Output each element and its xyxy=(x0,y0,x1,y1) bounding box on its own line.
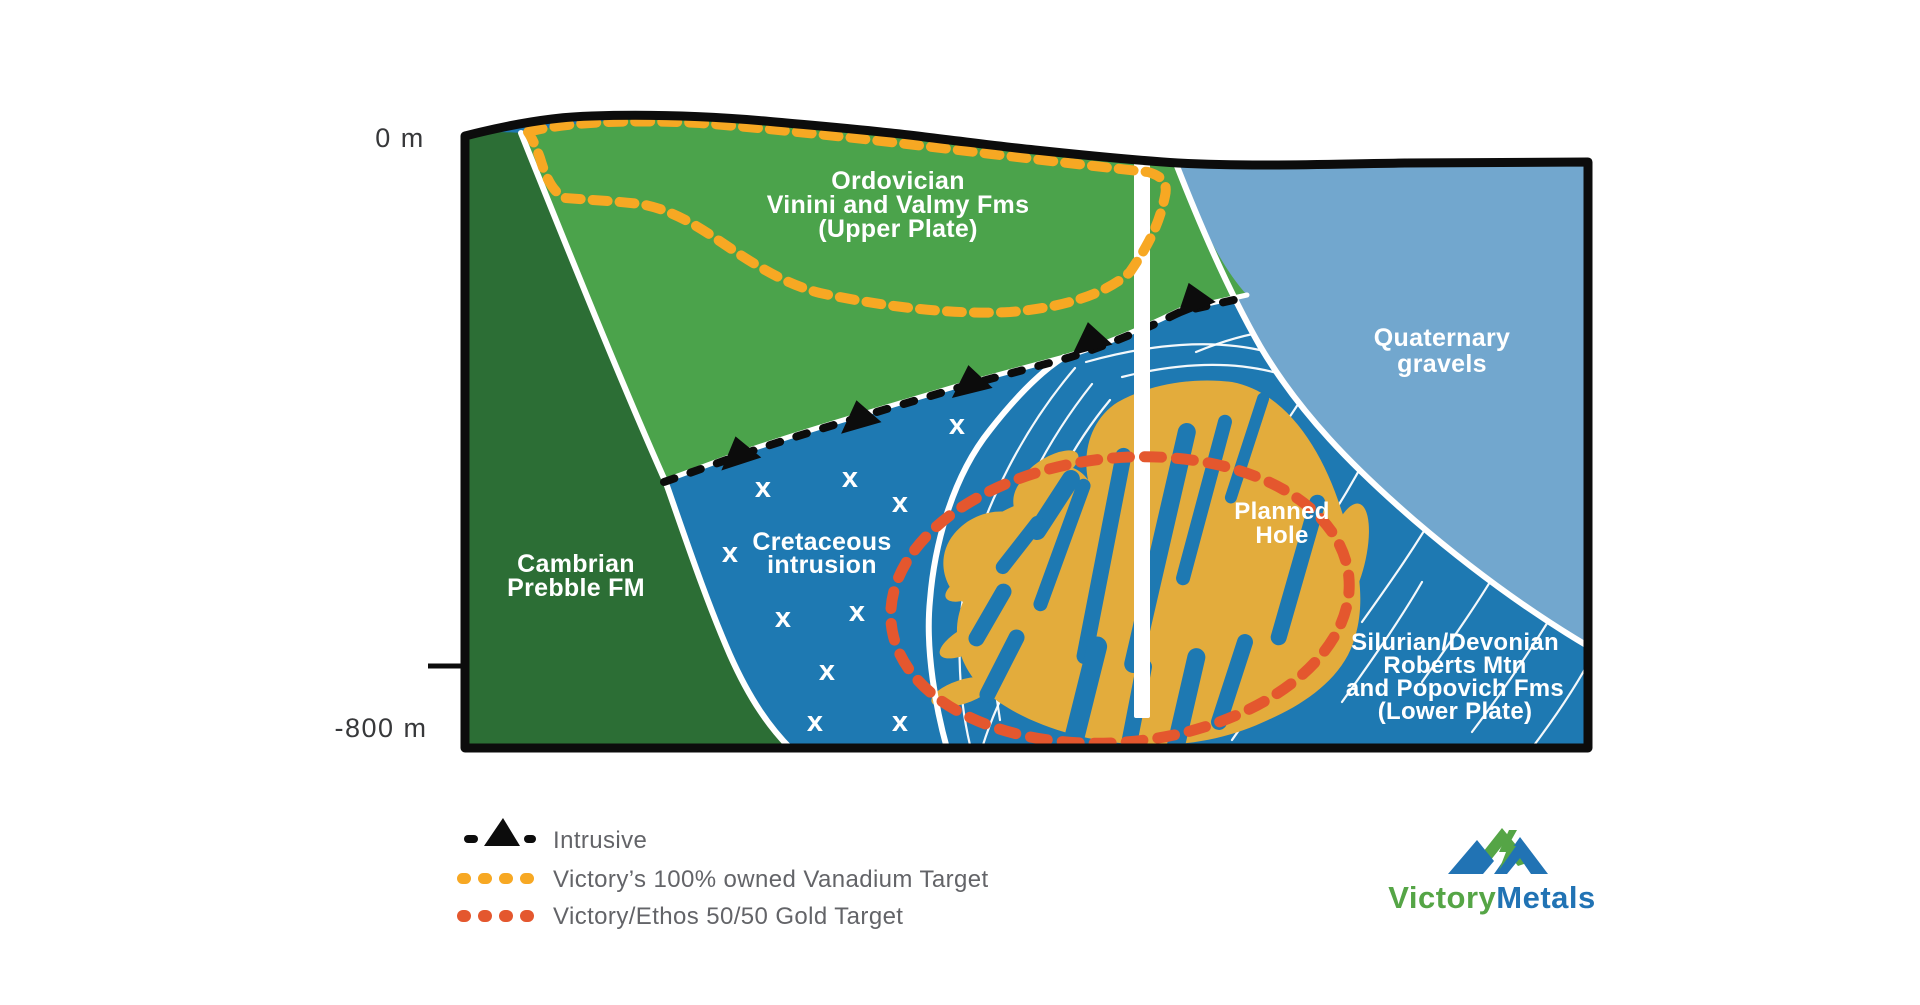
label-planned-hole: Planned xyxy=(1234,498,1329,525)
label-silurian: (Lower Plate) xyxy=(1378,698,1533,725)
x-mark: x xyxy=(842,462,858,494)
x-mark: x xyxy=(892,706,908,738)
x-mark: x xyxy=(849,596,865,628)
legend-label: Intrusive xyxy=(553,827,647,854)
section-border xyxy=(460,110,1593,753)
intrusive-triangle xyxy=(1176,282,1216,318)
x-mark: x xyxy=(807,706,823,738)
label-ordovician: Vinini and Valmy Fms xyxy=(767,191,1030,219)
legend: Intrusive Victory’s 100% owned Vanadium … xyxy=(457,818,989,930)
x-mark: x xyxy=(775,602,791,634)
label-cambrian: Cambrian xyxy=(517,550,635,578)
logo-word-victory: Victory xyxy=(1388,880,1496,915)
x-mark: x xyxy=(755,472,771,504)
label-silurian: and Popovich Fms xyxy=(1346,675,1564,702)
intrusive-contact xyxy=(660,282,1251,486)
label-ordovician: (Upper Plate) xyxy=(818,215,977,243)
legend-item-gold-target: Victory/Ethos 50/50 Gold Target xyxy=(457,903,903,930)
label-silurian: Silurian/Devonian xyxy=(1351,629,1559,656)
victory-metals-logo: VictoryMetals xyxy=(1388,828,1596,915)
label-ordovician: Ordovician xyxy=(831,167,965,195)
region-cambrian-prebble xyxy=(465,132,792,749)
mountain-logo-icon xyxy=(1448,828,1548,874)
quaternary-fault-line xyxy=(1172,158,1588,655)
logo-word-metals: Metals xyxy=(1496,880,1595,915)
label-cretaceous: Cretaceous xyxy=(752,528,891,556)
intrusion-x-marks: x x x x x x x x x x xyxy=(722,409,965,738)
x-mark: x xyxy=(892,487,908,519)
logo-wordmark: VictoryMetals xyxy=(1388,880,1596,915)
intrusive-triangle xyxy=(1071,322,1113,356)
cambrian-fault-line xyxy=(518,130,795,749)
intrusive-symbol-icon xyxy=(464,818,536,846)
region-quaternary-gravels xyxy=(1172,161,1588,655)
intrusive-triangle xyxy=(841,400,882,434)
label-cretaceous: intrusion xyxy=(767,551,877,579)
legend-label: Victory/Ethos 50/50 Gold Target xyxy=(553,903,903,930)
orange-dashes-icon xyxy=(457,910,534,922)
planned-drill-hole xyxy=(1134,154,1150,718)
label-planned-hole: Hole xyxy=(1255,522,1308,549)
intrusive-triangle xyxy=(721,436,762,471)
region-ordovician-upper-plate xyxy=(520,117,1247,482)
yellow-dashes-icon xyxy=(457,873,534,884)
legend-item-intrusive: Intrusive xyxy=(464,818,647,854)
label-cambrian: Prebble FM xyxy=(507,574,645,602)
axis-label-0m: 0 m xyxy=(375,123,425,153)
axis-label-800m: -800 m xyxy=(334,713,427,743)
x-mark: x xyxy=(949,409,965,441)
intrusive-triangle xyxy=(951,365,993,399)
gold-target-outline xyxy=(885,451,1355,749)
region-labels: Ordovician Vinini and Valmy Fms (Upper P… xyxy=(507,167,1564,725)
legend-label: Victory’s 100% owned Vanadium Target xyxy=(553,866,989,893)
label-silurian: Roberts Mtn xyxy=(1383,652,1526,679)
vanadium-target-outline xyxy=(523,116,1171,318)
x-mark: x xyxy=(819,655,835,687)
legend-item-vanadium-target: Victory’s 100% owned Vanadium Target xyxy=(457,866,989,893)
label-quaternary: Quaternary xyxy=(1374,324,1510,352)
label-quaternary: gravels xyxy=(1397,350,1487,378)
x-mark: x xyxy=(722,537,738,569)
depth-axis: 0 m -800 m xyxy=(334,123,462,743)
